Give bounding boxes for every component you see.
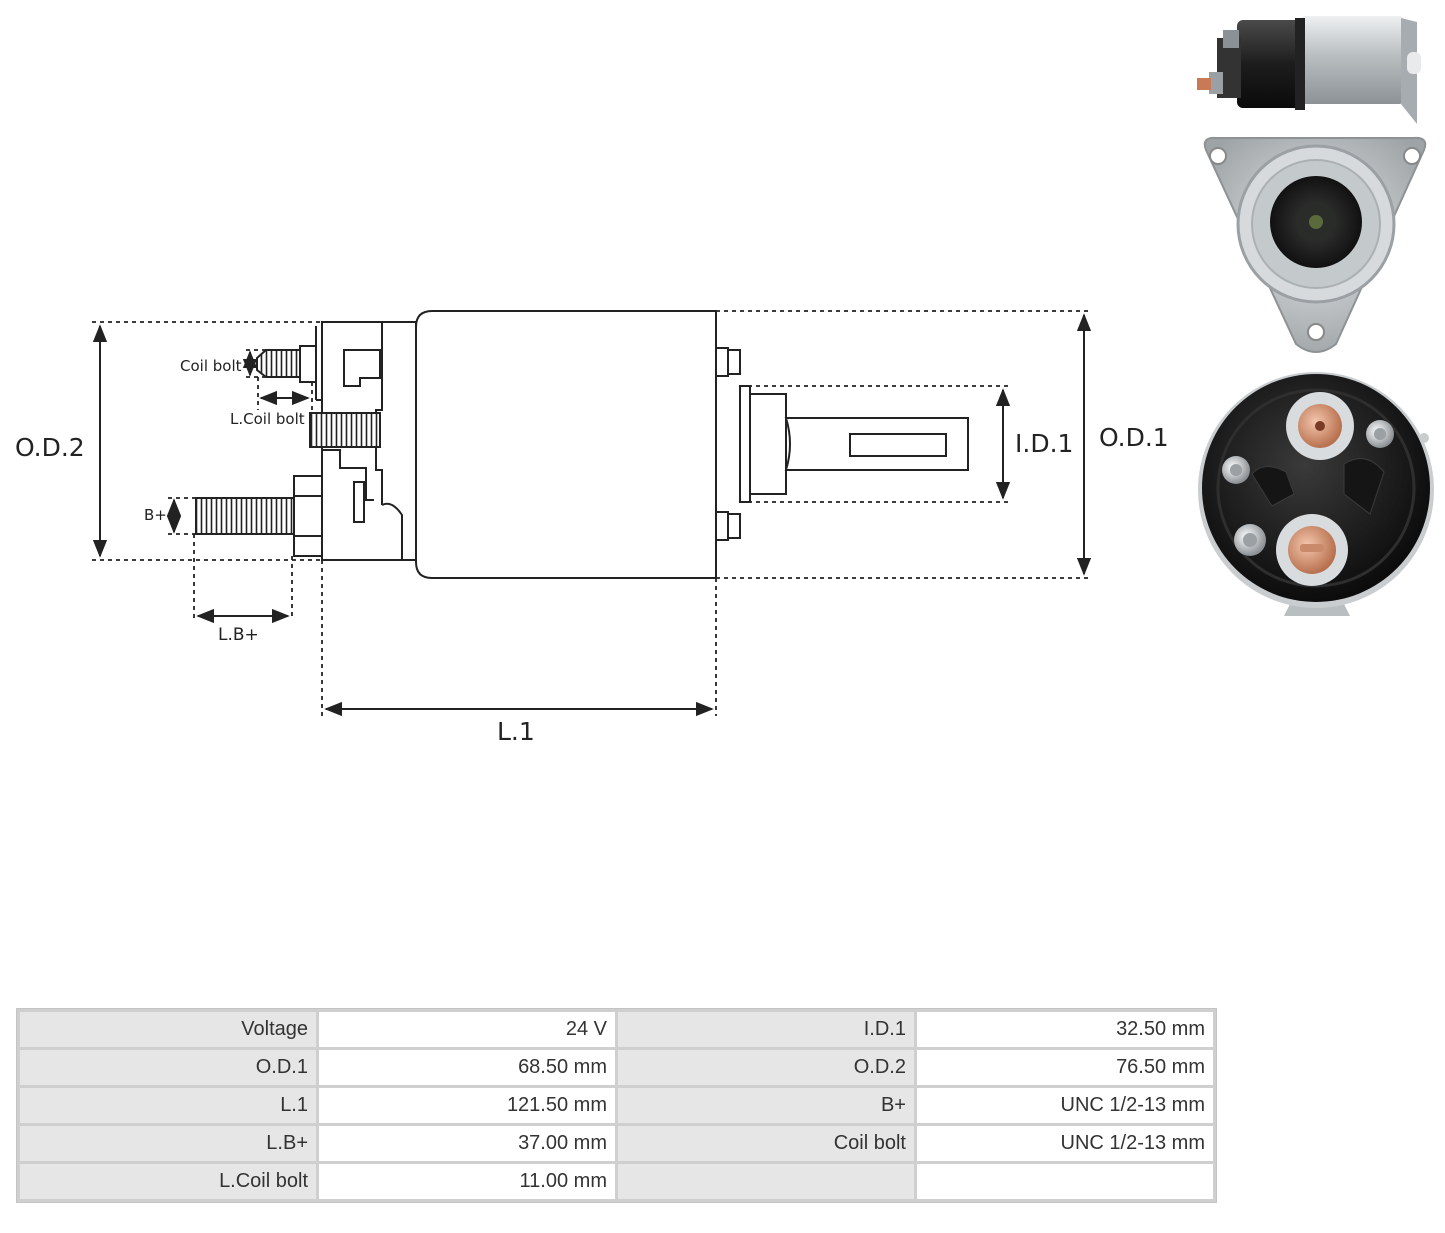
solenoid-terminal-cap-photo <box>1198 372 1434 616</box>
spec-label: O.D.2 <box>618 1050 914 1085</box>
spec-value: 24 V <box>319 1012 615 1047</box>
spec-value: 76.50 mm <box>917 1050 1213 1085</box>
spec-value: 68.50 mm <box>319 1050 615 1085</box>
l-b-plus-label: L.B+ <box>218 625 259 645</box>
spec-value: UNC 1/2-13 mm <box>917 1126 1213 1161</box>
table-row: L.B+ 37.00 mm Coil bolt UNC 1/2-13 mm <box>20 1126 1213 1161</box>
table-row: L.1 121.50 mm B+ UNC 1/2-13 mm <box>20 1088 1213 1123</box>
spec-label <box>618 1164 914 1199</box>
coil-bolt-label: Coil bolt <box>180 357 242 375</box>
spec-value: 32.50 mm <box>917 1012 1213 1047</box>
spec-label: B+ <box>618 1088 914 1123</box>
spec-label: L.B+ <box>20 1126 316 1161</box>
table-row: L.Coil bolt 11.00 mm <box>20 1164 1213 1199</box>
od1-label: O.D.1 <box>1099 423 1169 452</box>
spec-label: Coil bolt <box>618 1126 914 1161</box>
table-row: Voltage 24 V I.D.1 32.50 mm <box>20 1012 1213 1047</box>
solenoid-body <box>415 310 717 579</box>
solenoid-side-photo <box>1197 16 1421 124</box>
table-row: O.D.1 68.50 mm O.D.2 76.50 mm <box>20 1050 1213 1085</box>
spec-label: O.D.1 <box>20 1050 316 1085</box>
spec-label: L.Coil bolt <box>20 1164 316 1199</box>
spec-value: 121.50 mm <box>319 1088 615 1123</box>
spec-value <box>917 1164 1213 1199</box>
id1-label: I.D.1 <box>1015 429 1073 458</box>
b-plus-label: B+ <box>144 506 167 524</box>
spec-label: Voltage <box>20 1012 316 1047</box>
spec-value: UNC 1/2-13 mm <box>917 1088 1213 1123</box>
l1-label: L.1 <box>497 717 535 746</box>
spec-value: 11.00 mm <box>319 1164 615 1199</box>
solenoid-technical-drawing: Coil bolt L.Coil bolt B+ L.B+ L.1 O.D.2 … <box>15 310 1169 746</box>
spec-value: 37.00 mm <box>319 1126 615 1161</box>
spec-label: L.1 <box>20 1088 316 1123</box>
spec-table: Voltage 24 V I.D.1 32.50 mm O.D.1 68.50 … <box>16 1008 1217 1203</box>
l-coil-bolt-label: L.Coil bolt <box>230 410 305 428</box>
od2-label: O.D.2 <box>15 433 85 462</box>
spec-label: I.D.1 <box>618 1012 914 1047</box>
solenoid-front-flange-photo <box>1203 136 1427 353</box>
